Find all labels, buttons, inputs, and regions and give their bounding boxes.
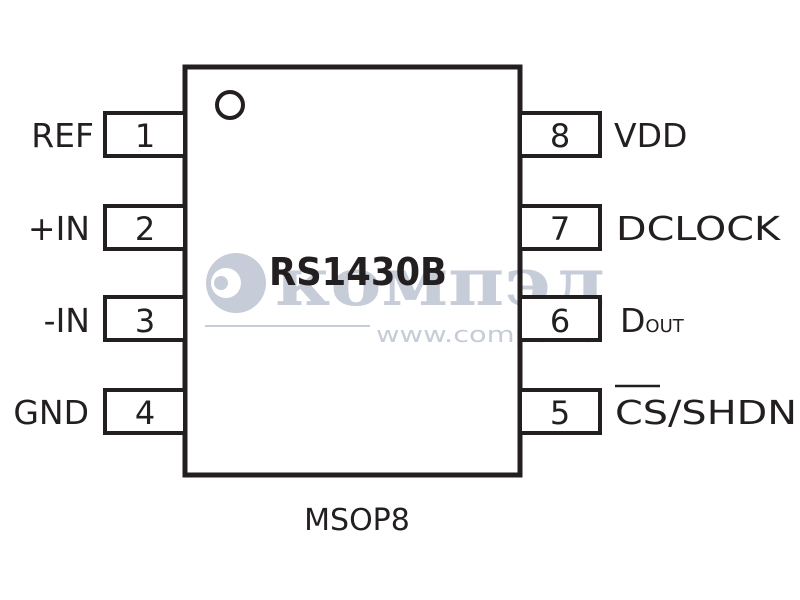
pin-3-number: 3 xyxy=(135,302,155,340)
pin-5-label: CS/SHDN xyxy=(615,393,797,432)
pin-8-lead xyxy=(518,111,602,158)
pin-1-lead xyxy=(103,111,187,158)
pin-1-number: 1 xyxy=(135,117,155,155)
pin-5-number: 5 xyxy=(550,394,570,432)
pin-6-label-subscript: OUT xyxy=(645,316,684,337)
pin-2-number: 2 xyxy=(135,210,155,248)
pin-4-label: GND xyxy=(13,393,89,432)
pin-6: 6 DOUT xyxy=(518,295,685,342)
pin-5-lead xyxy=(518,388,602,435)
pin-8-label: VDD xyxy=(614,116,687,155)
pin-7-lead xyxy=(518,204,602,251)
pin-4-number: 4 xyxy=(135,394,155,432)
pin1-indicator-dot xyxy=(215,90,245,120)
pin-6-label: DOUT xyxy=(620,301,685,340)
pin-7: 7 DCLOCK xyxy=(518,204,782,251)
pin-3-label: -IN xyxy=(44,301,90,340)
pin-4: 4 GND xyxy=(13,388,187,435)
pin-1: 1 REF xyxy=(31,111,187,158)
pin-6-lead xyxy=(518,295,602,342)
pin-6-label-main: D xyxy=(620,301,645,340)
watermark-logo-mark xyxy=(206,253,266,313)
pin-2-label: +IN xyxy=(28,209,90,248)
pin-8: 8 VDD xyxy=(518,111,687,158)
pin-2-lead xyxy=(103,204,187,251)
pin-8-number: 8 xyxy=(550,117,570,155)
pin-3-lead xyxy=(103,295,187,342)
package-name: MSOP8 xyxy=(304,503,410,538)
pin-2: 2 +IN xyxy=(28,204,187,251)
pin-5: 5 CS/SHDN xyxy=(518,384,797,435)
pin-3: 3 -IN xyxy=(44,295,187,342)
pin-7-number: 7 xyxy=(550,210,570,248)
pin-1-label: REF xyxy=(31,116,94,155)
chip-body xyxy=(182,64,523,478)
chip-name: RS1430B xyxy=(269,250,447,294)
pin-4-lead xyxy=(103,388,187,435)
pin-7-label: DCLOCK xyxy=(616,209,782,248)
pin-6-number: 6 xyxy=(550,302,570,340)
